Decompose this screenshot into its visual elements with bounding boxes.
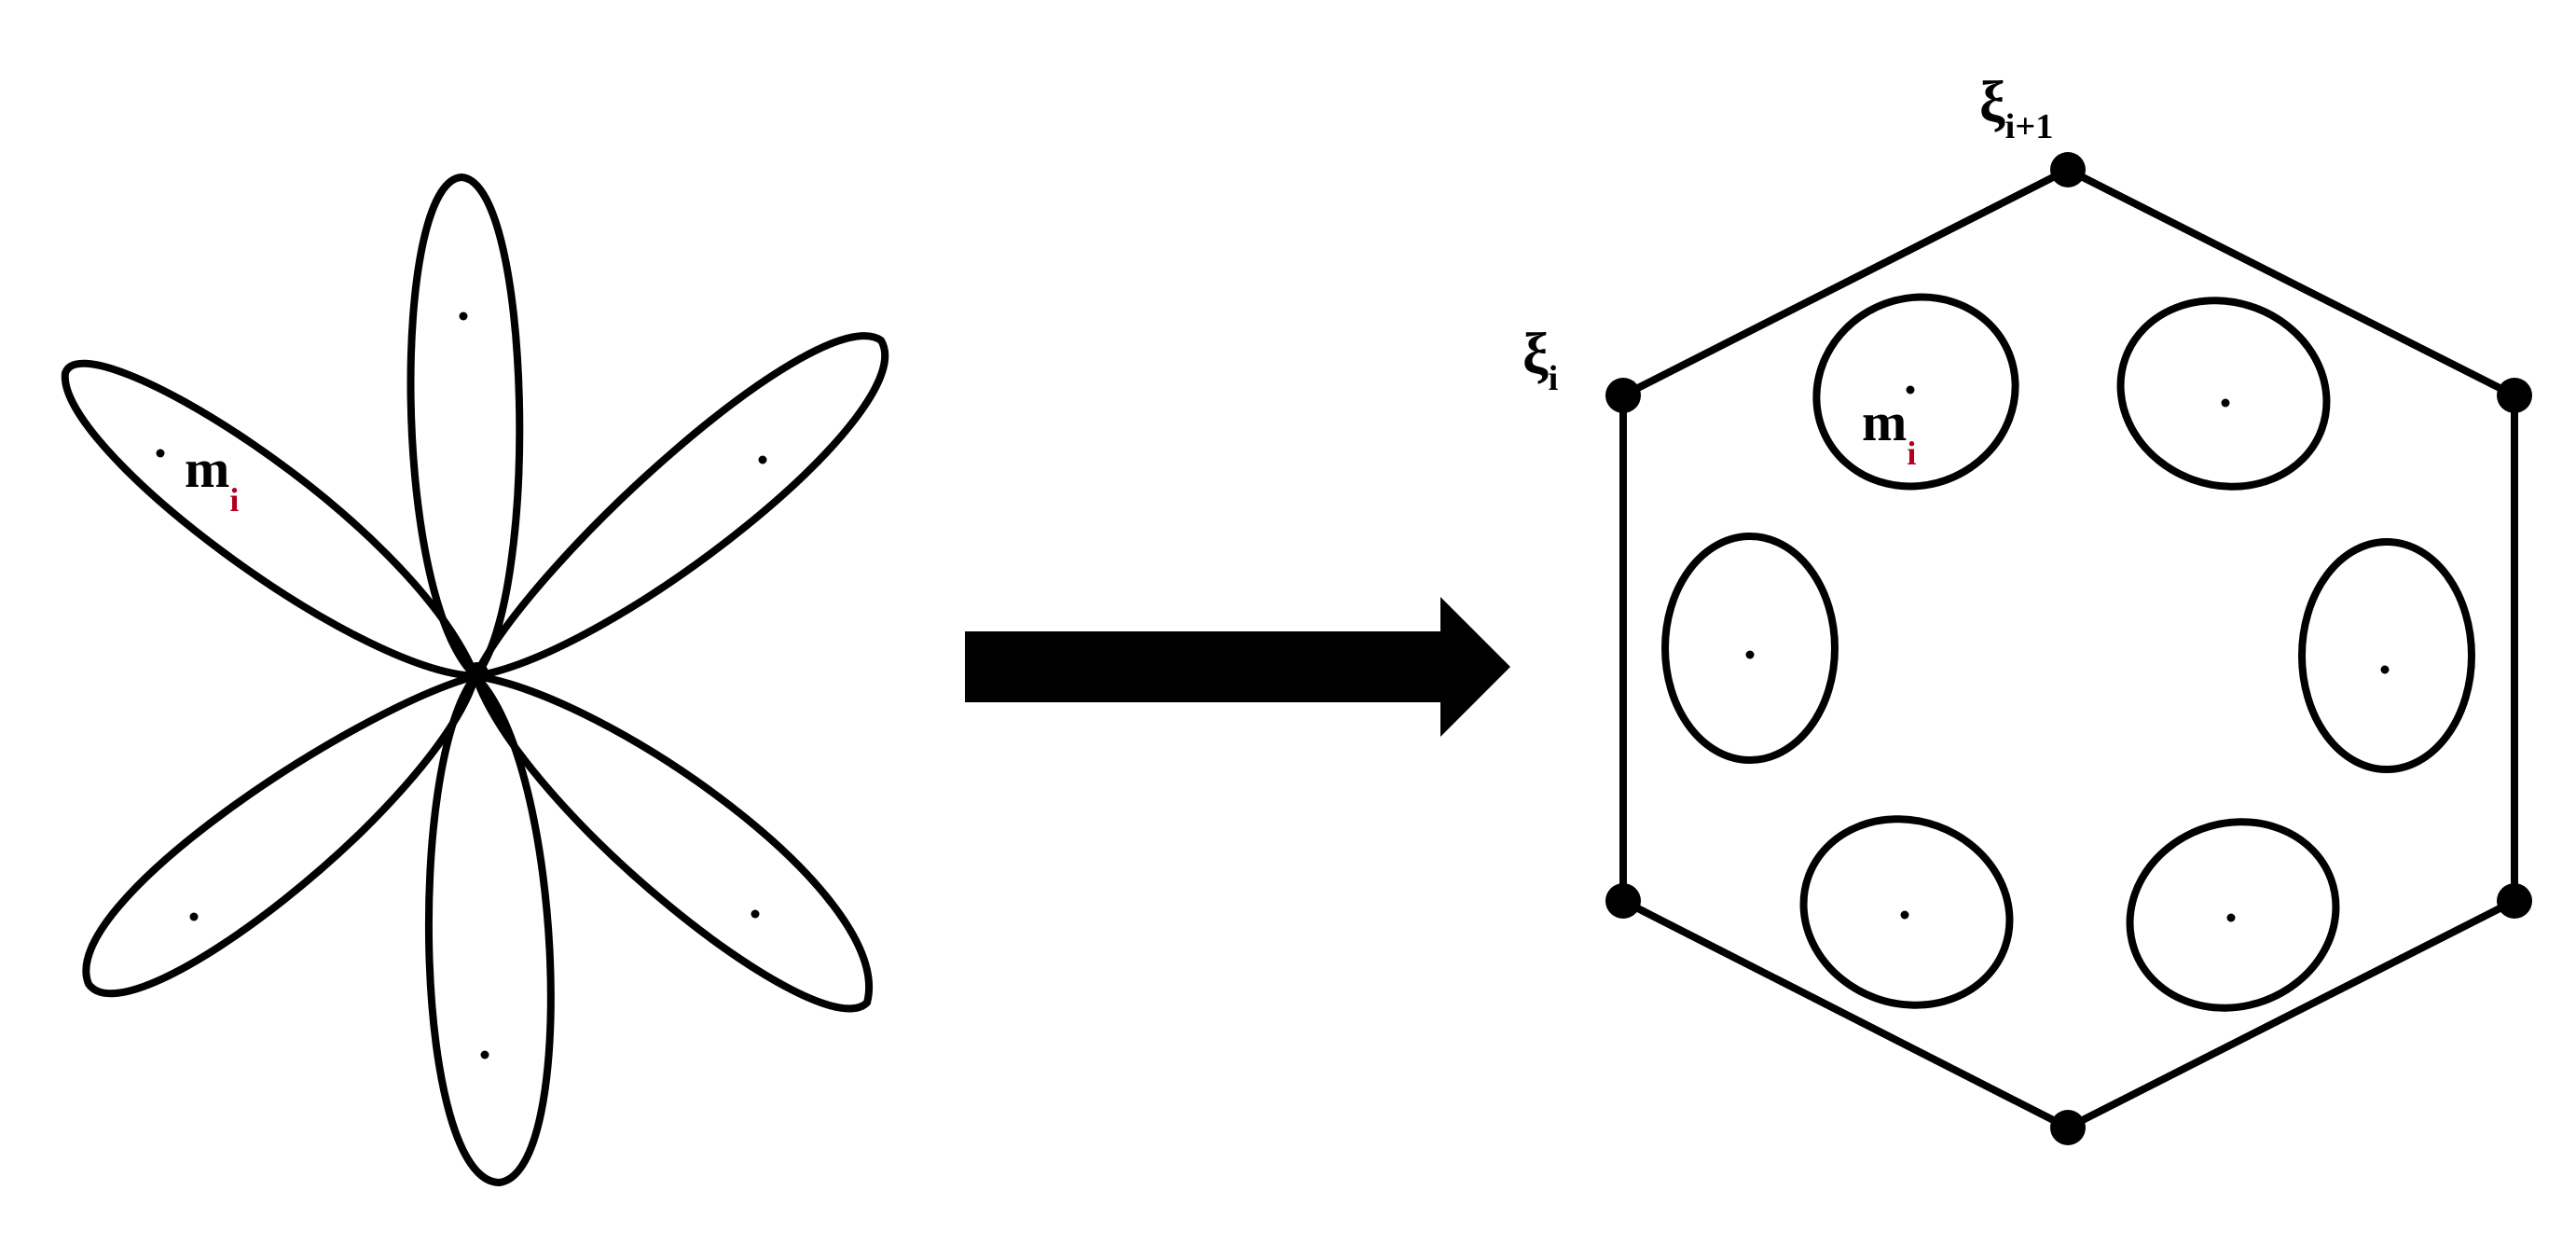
petal-center-dot [156, 449, 165, 458]
ellipse-center-dot [2380, 665, 2390, 674]
vertex-top [2050, 152, 2086, 187]
petal-center-dot [189, 912, 199, 921]
label-m-right: mi [1862, 392, 1916, 472]
vertex-lower-left [1605, 883, 1641, 919]
flower-center-node [466, 662, 489, 685]
vertex-upper-left [1605, 378, 1641, 413]
vertex-bottom [2050, 1110, 2086, 1145]
label-xi-next: ξi+1 [1979, 71, 2053, 146]
petal-bottom [424, 670, 555, 1187]
ellipse-center-dot [1745, 650, 1755, 659]
ellipse-lower-left [1799, 815, 2014, 1009]
ellipse-center-dot [1900, 910, 1909, 920]
ellipse-center-dot [2226, 913, 2236, 922]
petal-center-dot [751, 909, 760, 919]
vertex-upper-right [2497, 378, 2532, 413]
label-m-left: mi [185, 438, 239, 519]
ellipse-right [2298, 538, 2475, 773]
petal-flower: mi [61, 173, 889, 1187]
ellipse-upper-right [2116, 297, 2331, 491]
ellipse-lower-right [2126, 818, 2340, 1012]
hexagon-outline [1619, 165, 2518, 1132]
petal-lower-right [470, 671, 873, 1013]
petal-center-dot [758, 455, 767, 464]
petal-center-dot [459, 312, 468, 321]
petal-lower-left [82, 671, 481, 998]
vertex-lower-right [2497, 883, 2532, 919]
hexagon-figure: ξi+1 ξi mi [1522, 71, 2532, 1145]
ellipse-center-dot [2221, 398, 2230, 408]
transform-arrow [965, 597, 1510, 737]
petal-upper-left [61, 359, 482, 681]
label-xi: ξi [1522, 323, 1559, 398]
petal-center-dot [480, 1050, 489, 1059]
ellipse-center-dot [1906, 385, 1915, 395]
ellipse-upper-left [1812, 293, 2019, 491]
petal-top [406, 173, 524, 682]
ellipse-left [1661, 533, 1839, 764]
petal-upper-right [469, 332, 889, 682]
